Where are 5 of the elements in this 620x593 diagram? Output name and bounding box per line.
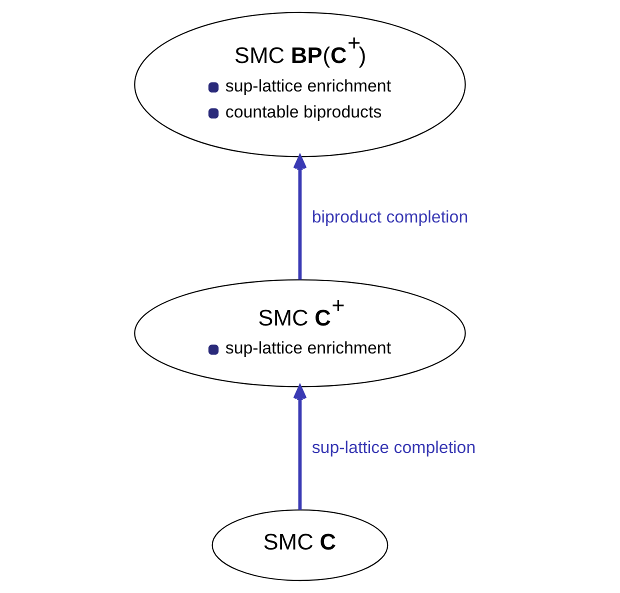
edge-label: biproduct completion <box>311 208 468 227</box>
arrow <box>292 155 306 280</box>
node-ellipse: SMC C <box>211 509 388 582</box>
edge-label: sup-lattice completion <box>311 438 476 457</box>
arrow <box>292 385 306 510</box>
